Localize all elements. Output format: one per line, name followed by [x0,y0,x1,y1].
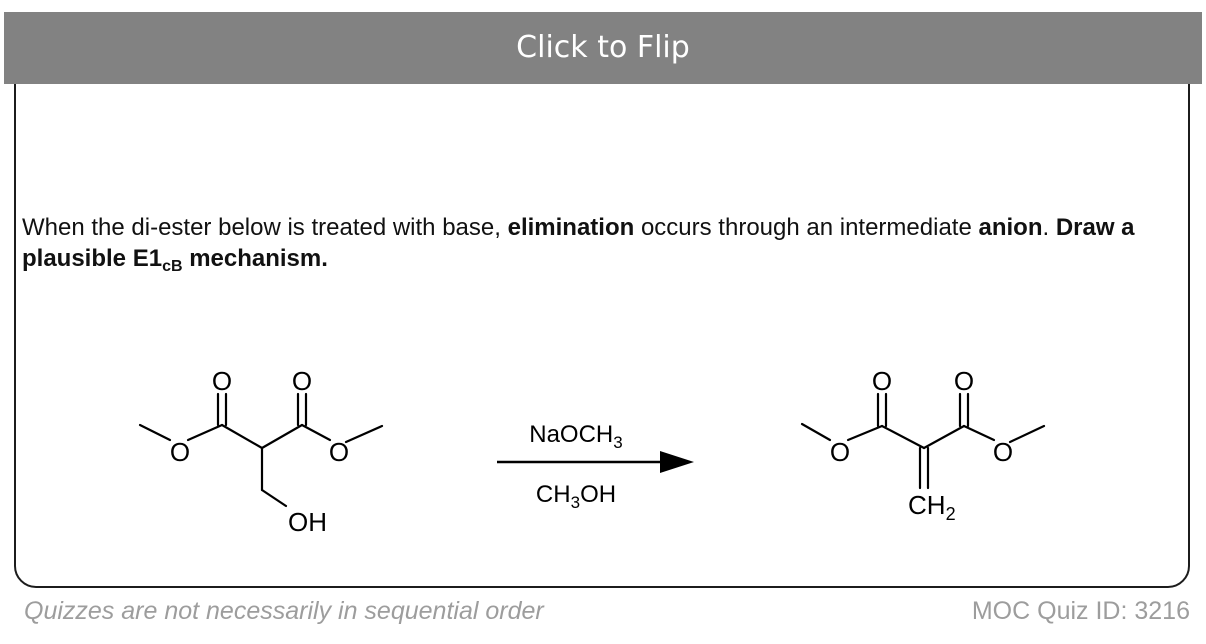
sequence-note: Quizzes are not necessarily in sequentia… [24,597,544,625]
atom-label: O [170,437,190,467]
methylene-label: CH2 [908,490,956,524]
question-bold-text: Draw a plausible E1 [22,214,1135,272]
flashcard[interactable] [14,20,1190,588]
atom-label: O [954,366,974,396]
solvent-subscript: 3 [571,493,580,512]
question-bold: anion [978,214,1043,241]
question-part: When the di-ester below is treated with … [22,214,501,241]
question-bold: Draw a plausible E1cB mechanism. [22,214,1135,275]
reactant-labels: O O O O OH [170,366,349,537]
question-bold: elimination [507,214,635,241]
atom-label: O [292,366,312,396]
question-part: occurs through an intermediate [640,214,972,241]
question-text: When the di-ester below is treated with … [22,212,1152,275]
reagent-subscript: 3 [613,433,622,452]
atom-label: O [830,437,850,467]
question-subscript: cB [162,258,183,275]
question-part: . [1042,214,1050,241]
atom-label: O [993,437,1013,467]
atom-label: O [872,366,892,396]
atom-label: O [212,366,232,396]
product-structure [800,392,1046,490]
question-bold-text: mechanism. [189,245,328,272]
solvent-text: CH [536,481,571,508]
solvent-label: CH3OH [536,481,616,512]
reagent-text: NaOCH [529,421,613,448]
atom-label: OH [288,507,327,537]
reactant-structure [138,392,384,508]
product-labels: O O O O CH2 [830,366,1013,524]
solvent-text: OH [580,481,616,508]
reagent-label: NaOCH3 [529,421,622,452]
click-to-flip-button[interactable]: Click to Flip [4,12,1202,84]
reaction-arrow [497,451,694,473]
methylene-subscript: 2 [946,504,956,524]
methylene-text: CH [908,490,946,520]
quiz-id-label: MOC Quiz ID: 3216 [971,597,1190,625]
atom-label: O [329,437,349,467]
